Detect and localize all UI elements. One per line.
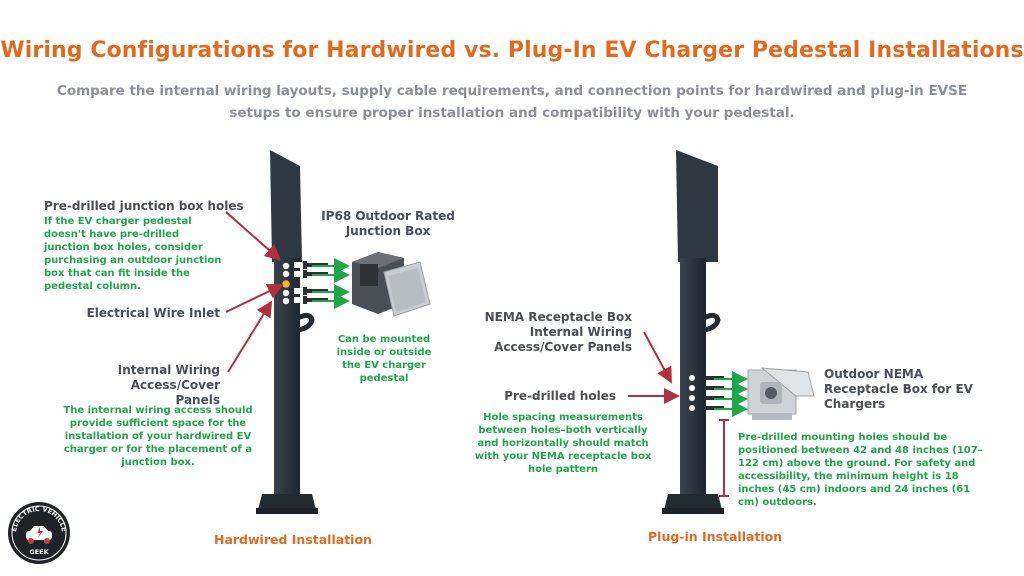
hole-dot	[689, 385, 695, 391]
hole-dot	[689, 375, 695, 381]
label-nema-box: Outdoor NEMA Receptacle Box for EV Charg…	[824, 367, 973, 411]
label-wire-inlet: Electrical Wire Inlet	[86, 306, 220, 320]
caption-hardwired: Hardwired Installation	[214, 532, 372, 547]
hardwired-pedestal	[256, 150, 318, 514]
hole-dot	[282, 262, 290, 270]
hole-dot	[689, 395, 695, 401]
label-junction-holes: Pre-drilled junction box holes	[44, 199, 244, 213]
hardwired-screws	[303, 258, 350, 309]
note-junction-box: Can be mounted inside or outside the EV …	[336, 334, 432, 384]
label-access-panels: Internal Wiring Access/Cover Panels	[117, 363, 220, 407]
hardwired-callouts	[225, 211, 284, 373]
wire-inlet-dot	[282, 280, 290, 288]
hole-dot	[282, 289, 290, 297]
height-bracket	[719, 419, 729, 497]
plugin-callouts	[628, 331, 680, 404]
note-access-panels: The internal wiring access should provid…	[63, 405, 253, 468]
logo-text-bottom: GEEK	[29, 548, 49, 556]
junction-box-image	[352, 252, 431, 317]
hole-dot	[282, 270, 290, 278]
page-subtitle: Compare the internal wiring layouts, sup…	[56, 83, 968, 121]
label-junction-box: IP68 Outdoor Rated Junction Box	[321, 209, 455, 238]
nema-box-image	[747, 367, 815, 420]
plugin-pedestal	[662, 150, 724, 514]
caption-plugin: Plug-in Installation	[648, 529, 783, 544]
hole-dot	[282, 297, 290, 305]
note-mounting-height: Pre-drilled mounting holes should be pos…	[738, 432, 983, 508]
hole-dot	[689, 405, 695, 411]
note-hole-spacing: Hole spacing measurements between holes–…	[474, 412, 652, 475]
plugin-screws	[704, 371, 748, 417]
electric-vehicle-geek-logo: ELECTRIC VEHICLE GEEK	[8, 502, 70, 564]
label-nema-panels: NEMA Receptacle Box Internal Wiring Acce…	[484, 310, 632, 354]
label-predrilled-holes: Pre-drilled holes	[504, 389, 616, 403]
note-junction-holes: If the EV charger pedestal doesn't have …	[44, 216, 222, 292]
page-title: Wiring Configurations for Hardwired vs. …	[0, 38, 1024, 63]
